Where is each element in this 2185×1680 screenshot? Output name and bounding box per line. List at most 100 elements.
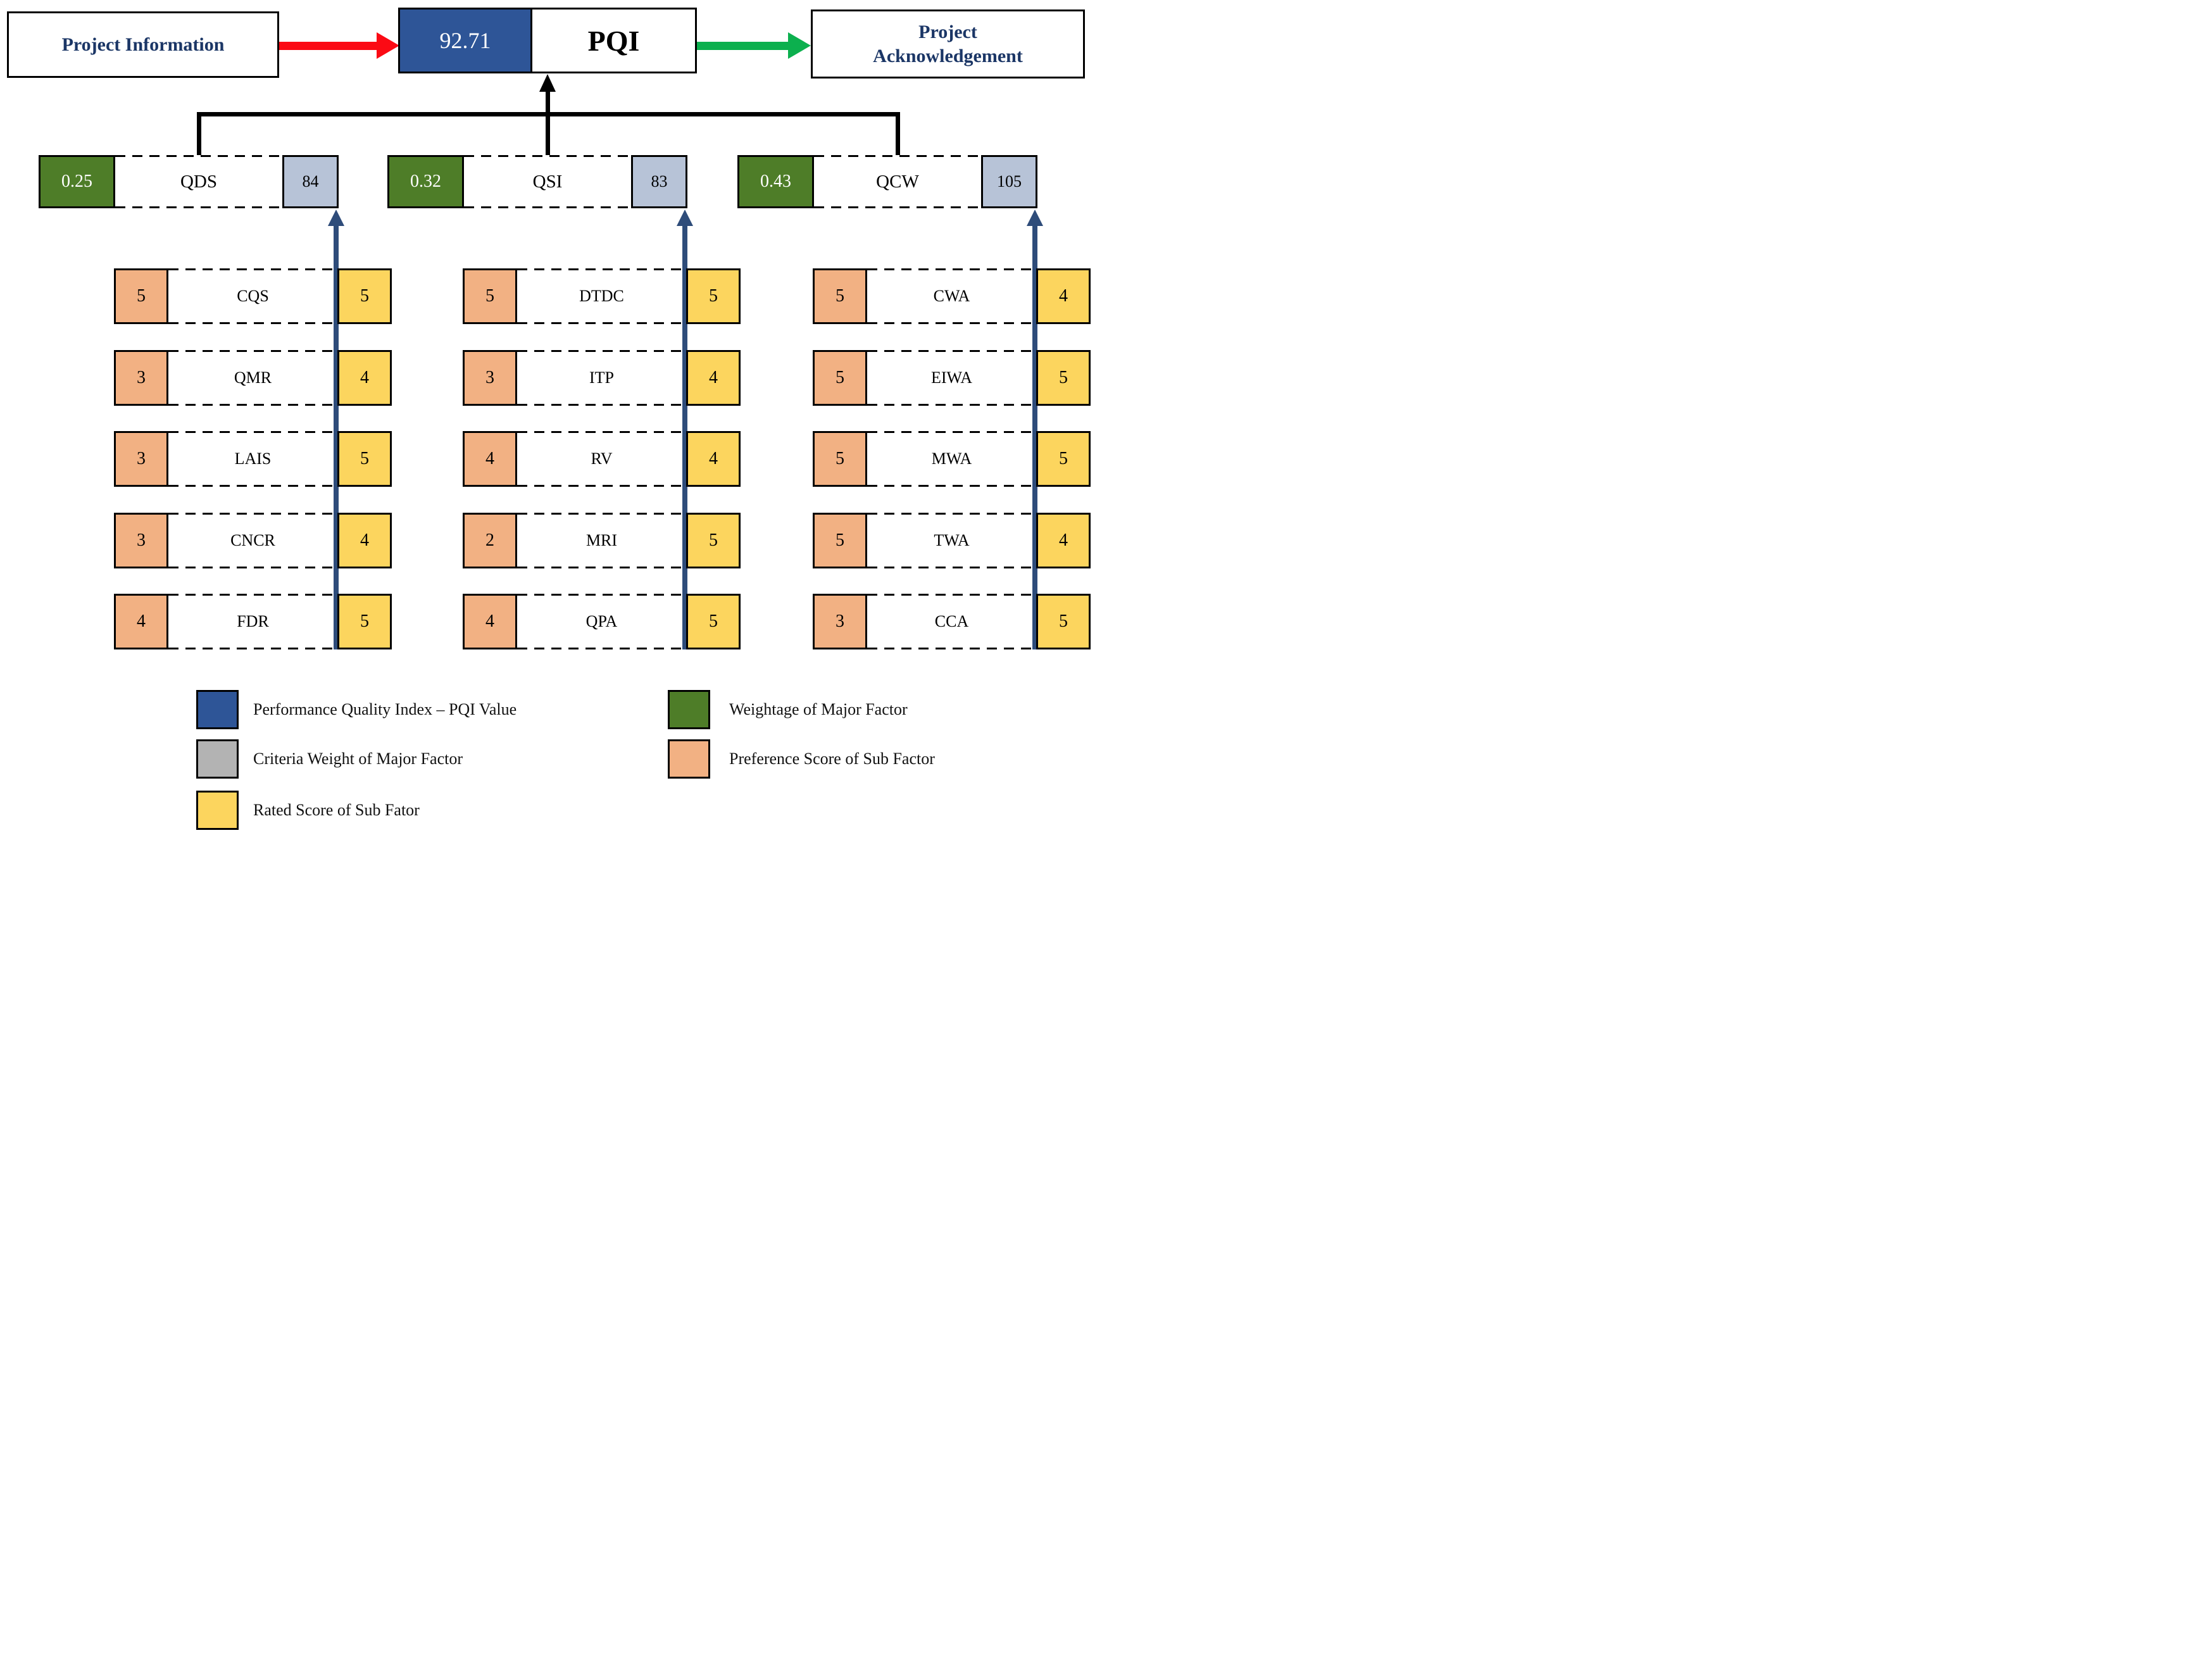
column-up-arrow-line (1032, 223, 1037, 649)
sub-preference-box: 5 (813, 431, 867, 487)
major-weight-box: 0.43 (737, 155, 814, 208)
project-information-box: Project Information (7, 11, 279, 78)
sub-dashed-top (168, 594, 337, 596)
legend-label-pqi: Performance Quality Index – PQI Value (253, 700, 517, 718)
column-up-arrow-line (334, 223, 339, 649)
sub-dashed-top (517, 268, 686, 270)
sub-rated-box: 4 (337, 350, 392, 406)
sub-preference-box: 3 (813, 594, 867, 649)
major-dashed-bottom (464, 206, 631, 208)
sub-rated-box: 5 (337, 431, 392, 487)
legend-swatch-weightage (668, 690, 710, 729)
sub-preference-box: 3 (114, 350, 168, 406)
sub-dashed-top (867, 513, 1036, 515)
sub-code-label: CWA (933, 287, 970, 305)
pqi-up-arrow-icon (539, 74, 556, 92)
sub-dashed-top (517, 431, 686, 433)
sub-preference-box: 5 (813, 513, 867, 568)
legend-label-criteria: Criteria Weight of Major Factor (253, 749, 463, 768)
sub-dashed-top (517, 594, 686, 596)
sub-rated-box: 5 (1036, 350, 1091, 406)
sub-preference-box: 5 (813, 268, 867, 324)
project-acknowledgement-label: Project Acknowledgement (873, 22, 1023, 66)
sub-dashed-bottom (168, 485, 337, 487)
legend-label-weightage: Weightage of Major Factor (729, 700, 908, 718)
sub-preference-box: 5 (114, 268, 168, 324)
sub-dashed-bottom (517, 485, 686, 487)
sub-preference-box: 4 (114, 594, 168, 649)
major-code-label: QSI (532, 171, 563, 192)
sub-preference-box: 4 (463, 431, 517, 487)
sub-dashed-top (168, 513, 337, 515)
sub-dashed-bottom (867, 485, 1036, 487)
sub-dashed-bottom (168, 567, 337, 568)
sub-dashed-bottom (867, 404, 1036, 406)
sub-code-label: RV (591, 449, 613, 468)
sub-rated-box: 4 (686, 350, 741, 406)
sub-code-label: DTDC (579, 287, 624, 305)
sub-dashed-bottom (867, 322, 1036, 324)
sub-dashed-top (168, 350, 337, 352)
sub-rated-box: 5 (686, 513, 741, 568)
sub-preference-box: 3 (114, 513, 168, 568)
major-dashed-bottom (115, 206, 282, 208)
major-dashed-top (814, 155, 981, 157)
sub-rated-box: 5 (1036, 431, 1091, 487)
sub-dashed-bottom (517, 567, 686, 568)
sub-code-label: CCA (934, 612, 969, 630)
connector-drop-middle (546, 92, 550, 155)
red-flow-arrow-icon (377, 32, 399, 59)
sub-preference-box: 3 (463, 350, 517, 406)
sub-rated-box: 4 (1036, 268, 1091, 324)
sub-rated-box: 5 (686, 268, 741, 324)
sub-dashed-top (867, 594, 1036, 596)
sub-code-label: QMR (234, 368, 272, 387)
major-criteria-weight-box: 83 (631, 155, 687, 208)
sub-code-label: MWA (931, 449, 972, 468)
sub-preference-box: 5 (813, 350, 867, 406)
legend-swatch-pqi (196, 690, 239, 729)
sub-rated-box: 5 (686, 594, 741, 649)
pqi-label-cell: PQI (532, 9, 695, 72)
sub-code-label: QPA (585, 612, 618, 630)
major-code-label: QCW (876, 171, 919, 192)
sub-code-label: CQS (237, 287, 269, 305)
sub-dashed-bottom (168, 322, 337, 324)
legend-swatch-criteria (196, 739, 239, 779)
sub-dashed-top (168, 431, 337, 433)
sub-code-label: CNCR (230, 531, 275, 549)
sub-rated-box: 4 (1036, 513, 1091, 568)
project-acknowledgement-box: Project Acknowledgement (811, 9, 1085, 78)
sub-code-label: TWA (934, 531, 970, 549)
legend-label-preference: Preference Score of Sub Factor (729, 749, 935, 768)
sub-dashed-top (867, 350, 1036, 352)
sub-preference-box: 5 (463, 268, 517, 324)
sub-dashed-top (867, 268, 1036, 270)
major-code-label: QDS (180, 171, 217, 192)
connector-drop-right (896, 112, 900, 155)
pqi-value: 92.71 (439, 28, 491, 53)
legend-swatch-preference (668, 739, 710, 779)
column-up-arrow-line (682, 223, 687, 649)
sub-rated-box: 5 (337, 268, 392, 324)
sub-code-label: ITP (589, 368, 614, 387)
major-weight-box: 0.32 (387, 155, 464, 208)
sub-rated-box: 4 (337, 513, 392, 568)
legend-label-rated: Rated Score of Sub Fator (253, 801, 420, 819)
sub-dashed-bottom (867, 648, 1036, 649)
pqi-box: 92.71 PQI (398, 8, 697, 73)
major-weight-box: 0.25 (39, 155, 115, 208)
sub-code-label: MRI (585, 531, 618, 549)
sub-dashed-top (168, 268, 337, 270)
major-dashed-bottom (814, 206, 981, 208)
sub-dashed-bottom (517, 322, 686, 324)
green-flow-arrow-icon (788, 32, 811, 59)
green-flow-arrow-shaft (697, 42, 791, 50)
legend-swatch-rated (196, 791, 239, 830)
major-dashed-top (464, 155, 631, 157)
connector-drop-left (197, 112, 201, 155)
major-criteria-weight-box: 105 (981, 155, 1037, 208)
sub-dashed-top (517, 513, 686, 515)
sub-preference-box: 4 (463, 594, 517, 649)
sub-rated-box: 5 (337, 594, 392, 649)
